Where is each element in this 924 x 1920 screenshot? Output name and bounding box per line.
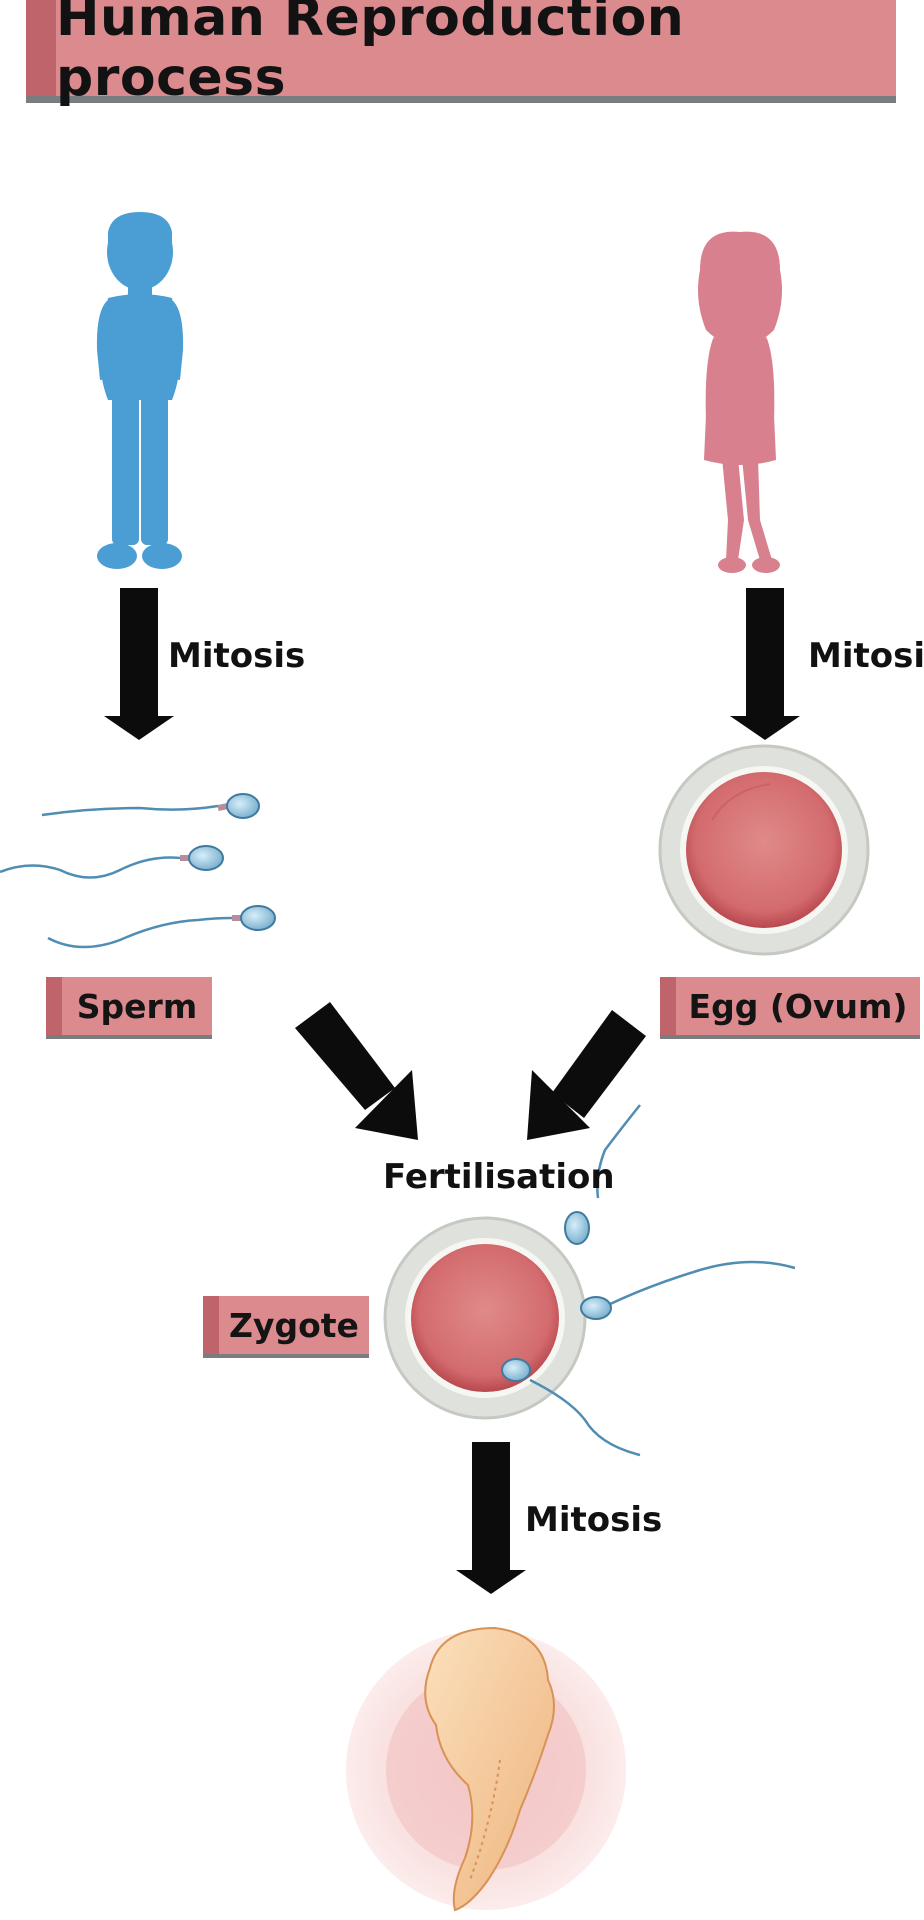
egg-label-box: Egg (Ovum): [660, 977, 920, 1039]
sperm-label: Sperm: [76, 986, 198, 1026]
arrow-zygote-mitosis-icon: [456, 1442, 526, 1594]
arrow-egg-fertilisation-icon: [527, 1010, 646, 1140]
arrow-sperm-fertilisation-icon: [295, 1002, 418, 1140]
egg-label: Egg (Ovum): [688, 986, 908, 1026]
sperm-label-box: Sperm: [46, 977, 212, 1039]
zygote-label-tab: [203, 1296, 219, 1354]
egg-ovum-icon: [658, 744, 870, 956]
egg-label-tab: [660, 977, 676, 1035]
female-silhouette-icon: [698, 231, 782, 573]
arrow-male-mitosis-icon: [104, 588, 174, 740]
male-silhouette-icon: [96, 212, 184, 569]
zygote-icon: [383, 1104, 796, 1457]
title-banner-tab: [26, 0, 56, 96]
zygote-label: Zygote: [229, 1305, 359, 1345]
fertilisation-label: Fertilisation: [383, 1157, 615, 1197]
arrow-female-mitosis-icon: [730, 588, 800, 740]
zygote-mitosis-label: Mitosis: [525, 1500, 663, 1540]
embryo-icon: [346, 1626, 626, 1912]
zygote-label-box: Zygote: [203, 1296, 369, 1358]
sperm-label-tab: [46, 977, 62, 1035]
male-mitosis-label: Mitosis: [168, 636, 306, 676]
female-mitosis-label: Mitosis: [808, 636, 924, 676]
sperm-cells-icon: [0, 793, 276, 949]
title-banner: Human Reproduction process: [26, 0, 896, 108]
